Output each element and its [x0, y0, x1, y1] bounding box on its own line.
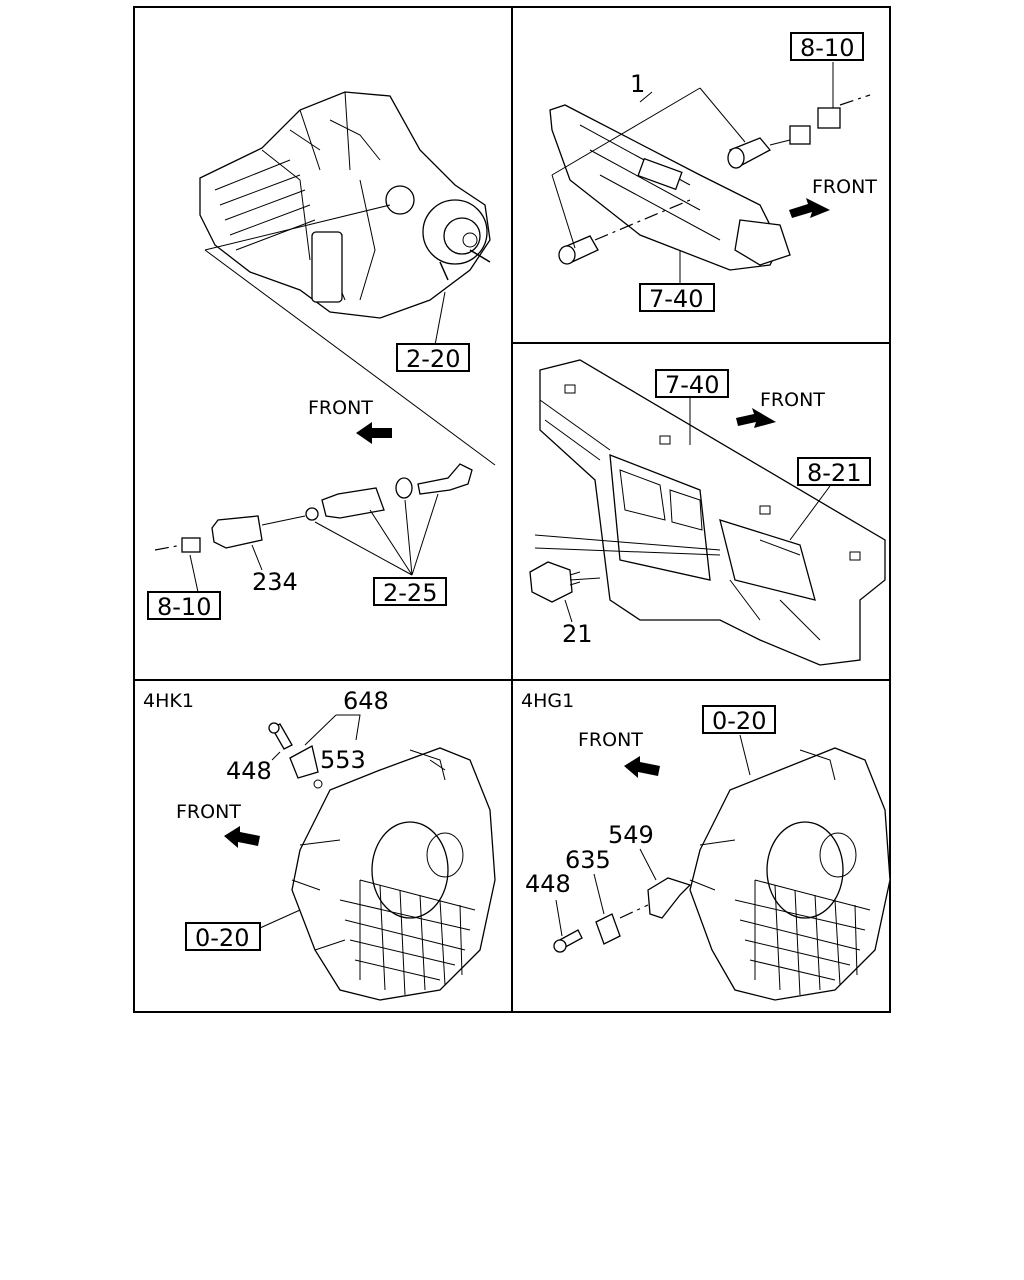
- front-arrow-icon: [224, 826, 260, 848]
- panel-top-right: 8-10 1 FRONT 7-40: [549, 32, 877, 313]
- panel-bottom-right: 4HG1 0-20 FRONT 448 635 549: [521, 690, 891, 1001]
- front-arrow-icon: [356, 422, 392, 444]
- front-label: FRONT: [578, 729, 643, 751]
- part-21: 21: [562, 620, 593, 648]
- part-549: 549: [608, 821, 654, 849]
- front-label: FRONT: [176, 801, 241, 823]
- dashboard-illustration: [539, 359, 886, 666]
- part-635: 635: [565, 846, 611, 874]
- ref-7-40: 7-40: [649, 285, 703, 313]
- panel-bottom-left: 4HK1 648 448 553 FRONT 0-20: [143, 687, 496, 1001]
- transmission-illustration: [199, 91, 491, 319]
- part-648: 648: [343, 687, 389, 715]
- part-553: 553: [320, 746, 366, 774]
- ref-8-21: 8-21: [807, 459, 861, 487]
- front-label: FRONT: [760, 389, 825, 411]
- ref-0-20: 0-20: [712, 707, 766, 735]
- front-arrow-icon: [736, 408, 776, 428]
- part-234: 234: [252, 568, 298, 596]
- ref-7-40: 7-40: [665, 371, 719, 399]
- flywheel-housing-illustration: [291, 747, 496, 1001]
- ref-8-10: 8-10: [157, 593, 211, 621]
- engine-label: 4HK1: [143, 690, 194, 712]
- speed-sensor-parts: [154, 463, 473, 553]
- ref-8-10: 8-10: [800, 34, 854, 62]
- panel-frame: [133, 6, 891, 1013]
- front-label: FRONT: [308, 397, 373, 419]
- part-1: 1: [630, 70, 645, 98]
- part-448: 448: [226, 757, 272, 785]
- panel-top-left: FRONT 234 2-25 8-10 2-20: [147, 91, 496, 621]
- part-448: 448: [525, 870, 571, 898]
- ref-0-20: 0-20: [195, 924, 249, 952]
- engine-label: 4HG1: [521, 690, 574, 712]
- panel-mid-right: 7-40 FRONT 8-21 21: [529, 359, 886, 666]
- switch-part: [558, 107, 841, 265]
- flywheel-housing-illustration: [689, 747, 891, 1001]
- bracket-illustration: [549, 104, 791, 271]
- front-label: FRONT: [812, 176, 877, 198]
- ref-2-20: 2-20: [406, 345, 460, 373]
- switch-21-part: [529, 561, 581, 603]
- front-arrow-icon: [789, 198, 830, 218]
- front-arrow-icon: [624, 756, 660, 778]
- ref-2-25: 2-25: [383, 579, 437, 607]
